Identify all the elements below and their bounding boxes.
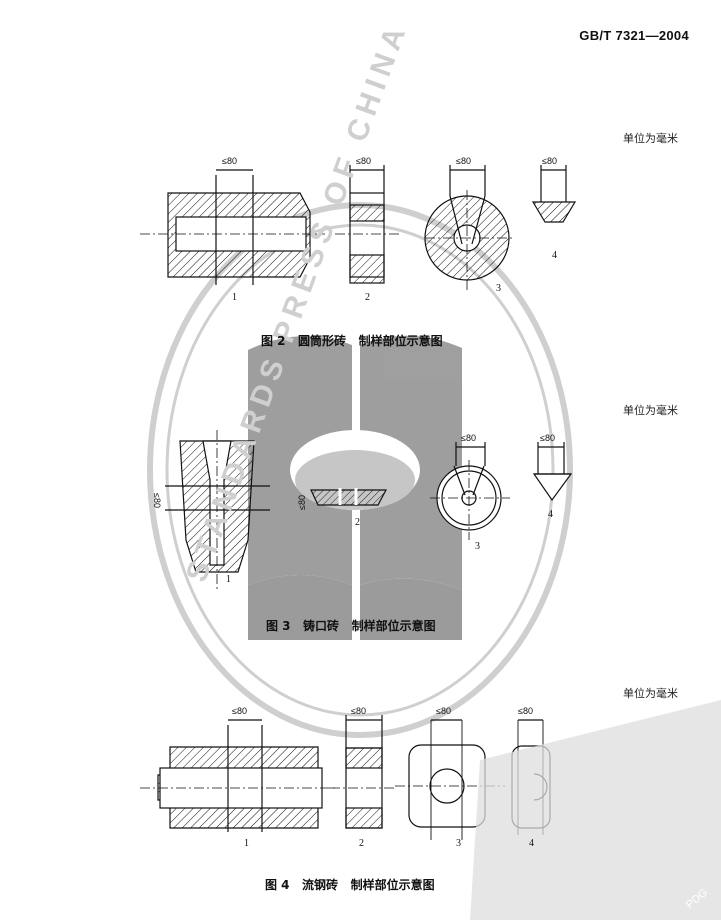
dim-fig4-part3: ≤80 — [436, 706, 451, 716]
figure-4-caption: 图 4 流钢砖 制样部位示意图 — [265, 878, 435, 892]
dim-fig2-part1: ≤80 — [222, 156, 237, 166]
fig2-part-1-label: 1 — [232, 292, 237, 303]
dim-fig2-part4: ≤80 — [542, 156, 557, 166]
dim-fig3-part4: ≤80 — [540, 433, 555, 443]
figure-2-drawings — [140, 165, 577, 290]
scan-overlay — [248, 335, 462, 640]
dim-fig2-part2: ≤80 — [356, 156, 371, 166]
dim-fig3-part1: ≤80 — [152, 493, 162, 508]
dim-fig4-part1: ≤80 — [232, 706, 247, 716]
figure-2-caption: 图 2 圆筒形砖 制样部位示意图 — [261, 334, 443, 348]
fig2-part-3-label: 3 — [496, 283, 501, 294]
corner-seal-watermark — [470, 700, 721, 920]
fig2-part-4-label: 4 — [552, 250, 557, 261]
units-note-fig2: 单位为毫米 — [623, 132, 678, 145]
fig3-part-2-label: 2 — [355, 517, 360, 528]
fig2-part-2-label: 2 — [365, 292, 370, 303]
fig3-part-3-label: 3 — [475, 541, 480, 552]
units-note-fig3: 单位为毫米 — [623, 404, 678, 417]
dim-fig4-part2: ≤80 — [351, 706, 366, 716]
standard-code: GB/T 7321—2004 — [579, 28, 689, 43]
dim-fig4-part4: ≤80 — [518, 706, 533, 716]
fig4-part-4-label: 4 — [529, 838, 534, 849]
figure-3-caption: 图 3 铸口砖 制样部位示意图 — [266, 619, 436, 633]
fig4-part-2-label: 2 — [359, 838, 364, 849]
fig4-part-3-label: 3 — [456, 838, 461, 849]
dim-fig3-part3: ≤80 — [461, 433, 476, 443]
units-note-fig4: 单位为毫米 — [623, 687, 678, 700]
fig3-part-4-label: 4 — [548, 509, 553, 520]
dim-fig2-part3: ≤80 — [456, 156, 471, 166]
fig4-part-1-label: 1 — [244, 838, 249, 849]
fig3-part-1-label: 1 — [226, 574, 231, 585]
figure-3-drawings — [165, 430, 573, 590]
dim-fig3-part2: ≤80 — [297, 495, 307, 510]
